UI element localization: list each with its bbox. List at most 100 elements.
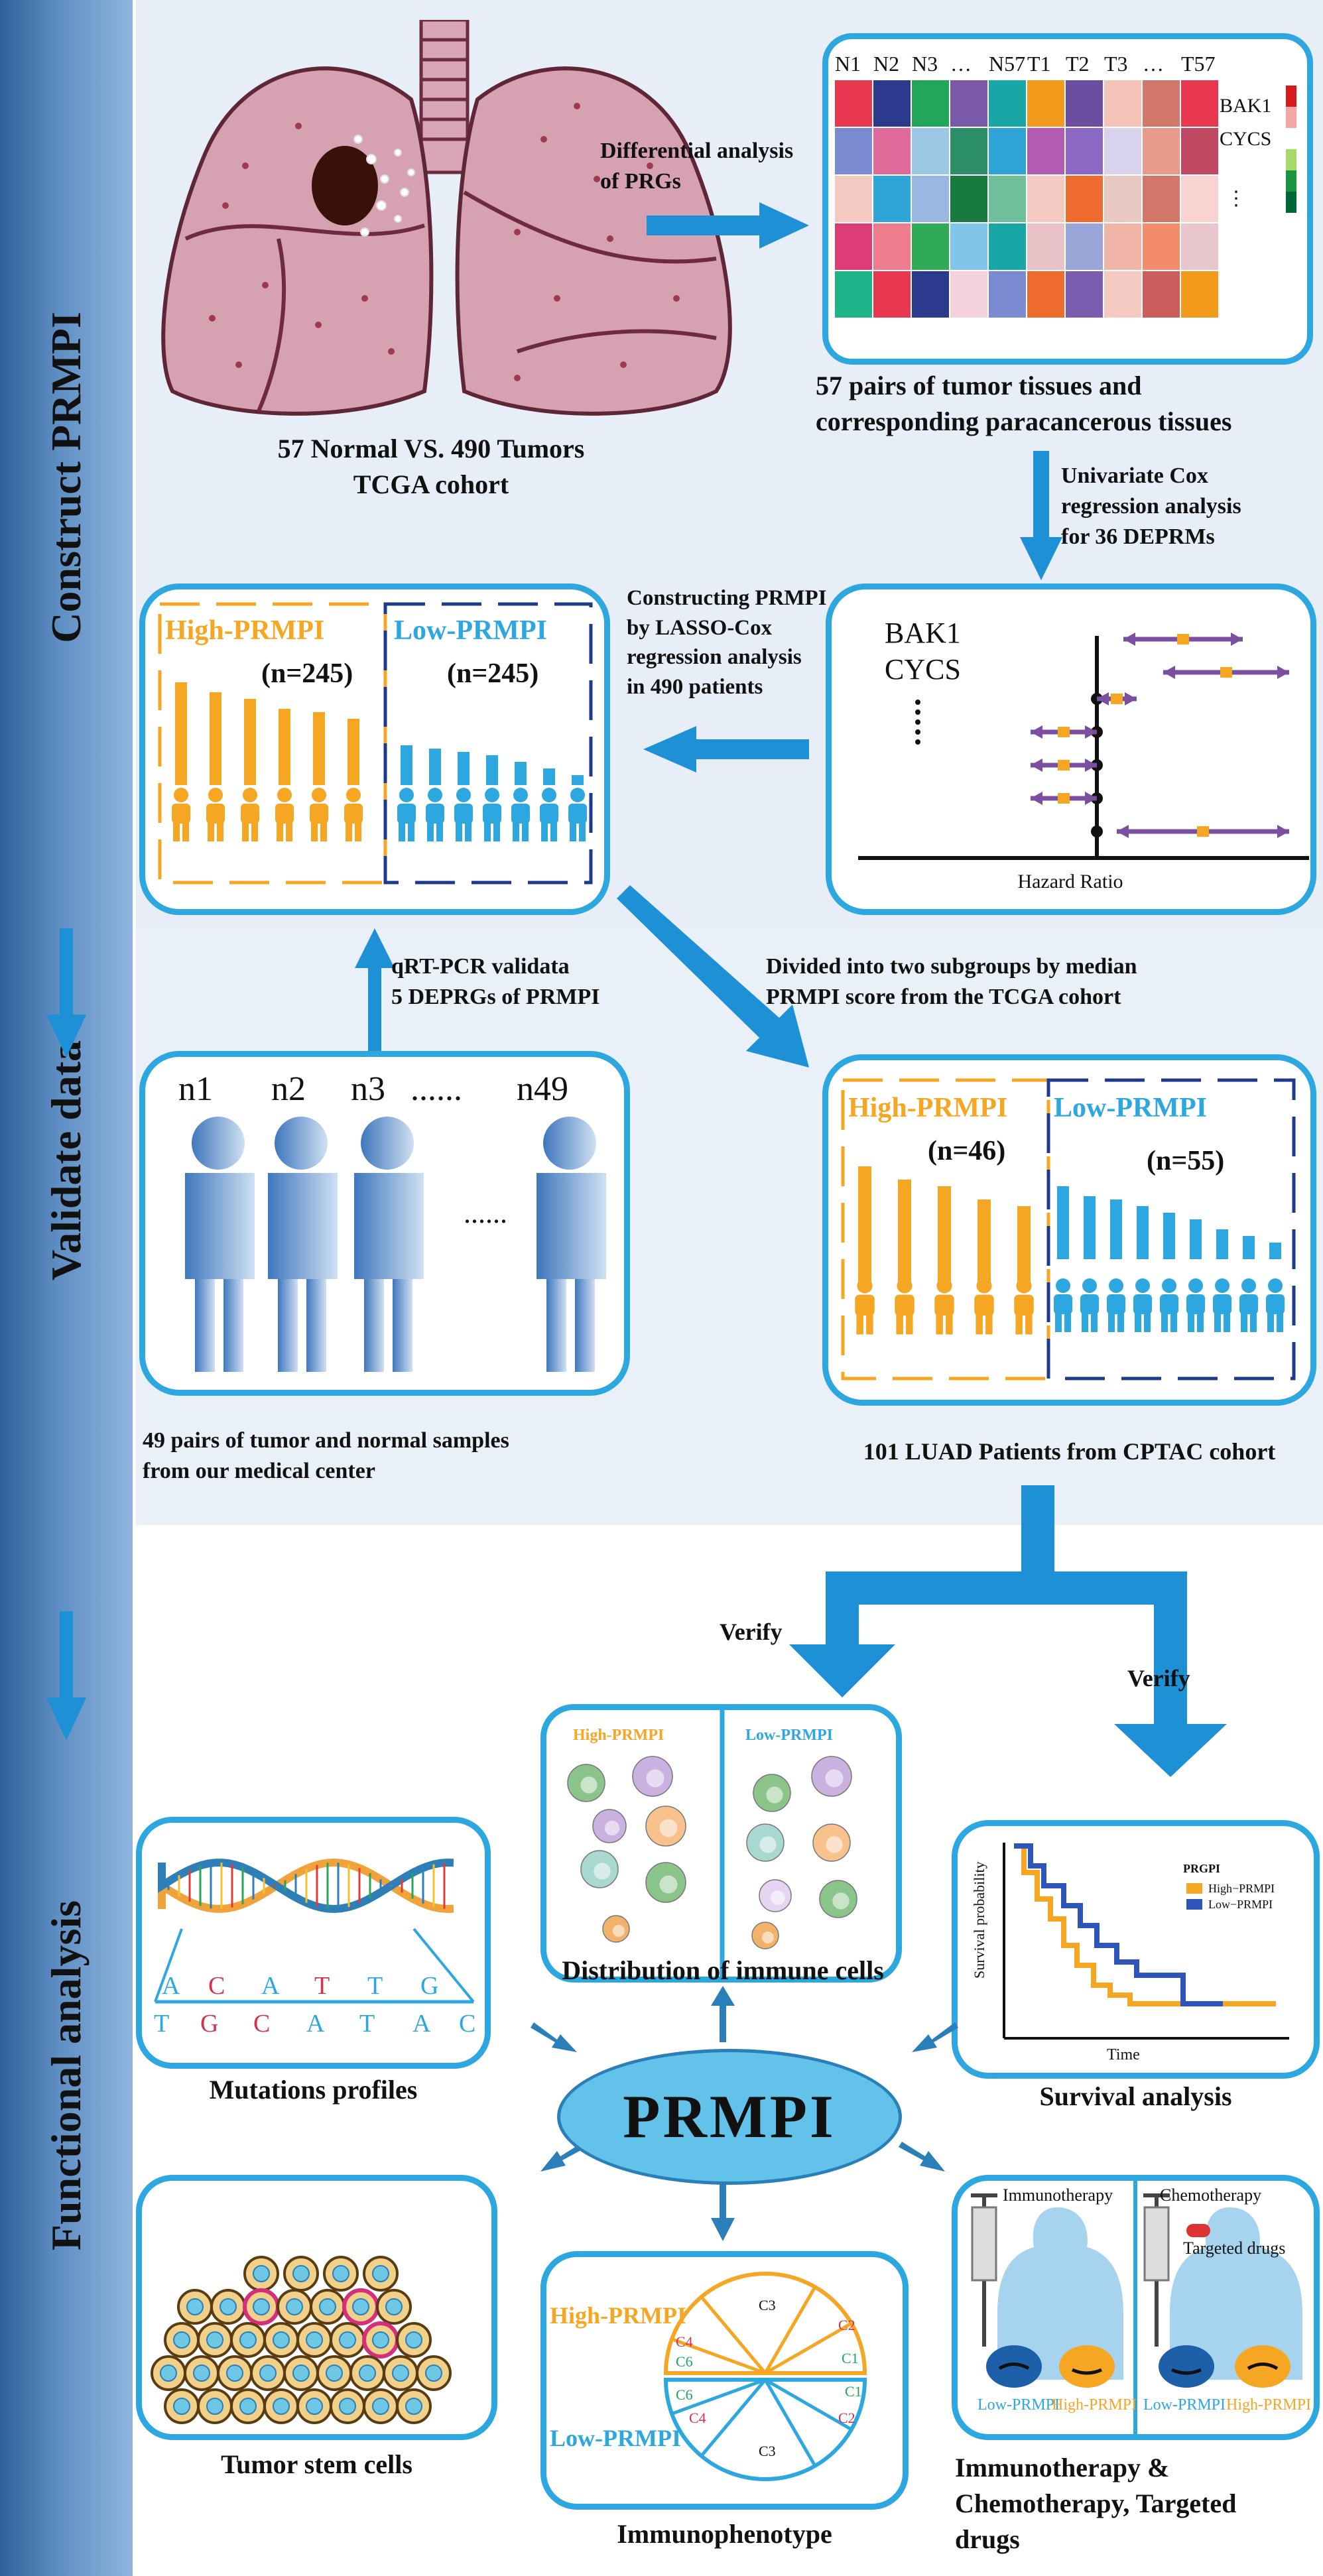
immune-box: High-PRMPI Low-PRMPI: [540, 1704, 902, 1983]
tumor-cell-icon: [283, 2256, 319, 2292]
sidebar-arrow-functional: [46, 1611, 86, 1741]
tumor-cell-icon: [177, 2289, 213, 2325]
lung-caption-line1: 57 Normal VS. 490 Tumors: [277, 434, 585, 463]
cptac-bar-low: [1084, 1196, 1096, 1259]
therapy-low-a: Low-PRMPI: [977, 2396, 1060, 2414]
pheno-bottom-sector-label: C3: [759, 2443, 776, 2459]
pheno-top-sector-label: C2: [838, 2317, 855, 2333]
pheno-bottom-sector-label: C4: [689, 2410, 706, 2426]
heatmap-col-label: T57: [1181, 52, 1216, 76]
heatmap-col-label: T2: [1066, 52, 1090, 76]
survival-curve-low: [1014, 1843, 1223, 2006]
immune-high-label: High-PRMPI: [573, 1727, 664, 1744]
heatmap-caption-line1: 57 pairs of tumor tissues and: [816, 371, 1142, 400]
lung-illustration: [161, 20, 732, 416]
heatmap-cell: [1027, 223, 1064, 270]
heatmap-cell: [1181, 128, 1218, 174]
pheno-sector-line: [671, 2378, 766, 2416]
heatmap-col-label: N1: [835, 52, 861, 76]
survival-caption: Survival analysis: [1039, 2081, 1232, 2111]
mutation-top-base: A: [261, 1972, 280, 2000]
step-diff-line2: of PRGs: [600, 168, 681, 194]
tumor-cell-icon: [363, 2256, 399, 2292]
step-cox-line2: regression analysis: [1061, 493, 1241, 519]
tumor-cell-icon: [230, 2322, 266, 2358]
pheno-sector-line: [700, 2296, 767, 2374]
pheno-bottom-sector-label: C1: [845, 2383, 862, 2400]
tumor-cell-icon: [396, 2388, 432, 2424]
heatmap-cell: [1027, 271, 1064, 318]
cptac-bar-low: [1243, 1236, 1255, 1259]
arrow-to-tcga-groups: [643, 726, 809, 772]
person-icon-low: [1054, 1278, 1072, 1332]
pill-icon: [1186, 2224, 1210, 2237]
cptac-groups-svg: High-PRMPI Low-PRMPI (n=46) (n=55): [841, 1078, 1296, 1380]
cptac-bar-low: [1057, 1186, 1069, 1259]
sample-label: ......: [410, 1070, 462, 1108]
tcga-bar-high: [279, 709, 290, 785]
lung-caption-line2: TCGA cohort: [353, 469, 509, 499]
forest-box: BAK1 CYCS Hazard Ratio: [826, 583, 1316, 915]
person-icon-low: [568, 788, 587, 841]
therapy-immuno-label: Immunotherapy: [1003, 2185, 1113, 2205]
step-lasso-line4: in 490 patients: [627, 674, 763, 699]
pheno-top-sector-label: C3: [759, 2297, 776, 2313]
sample-label: n3: [351, 1070, 385, 1108]
cptac-bar-high: [898, 1180, 911, 1286]
therapy-svg: Immunotherapy Chemotherapy Targeted drug…: [971, 2181, 1311, 2434]
tcga-bar-low: [429, 749, 441, 785]
step-cox-label: Univariate Cox regression analysis for 3…: [1061, 461, 1241, 552]
stem-cell-icon: [243, 2288, 280, 2325]
cptac-bar-high: [1017, 1206, 1031, 1286]
pheno-sector-line: [700, 2378, 767, 2457]
mutation-bottom-base: G: [200, 2010, 218, 2038]
tumor-cell-icon: [243, 2256, 279, 2292]
heatmap-cell: [1143, 223, 1180, 270]
heatmap-cell: [873, 271, 911, 318]
cptac-bar-low: [1269, 1243, 1281, 1259]
mutation-top-base: A: [162, 1972, 180, 2000]
heatmap-cell: [950, 80, 987, 127]
verify-arrows: [789, 1485, 1227, 1777]
forest-svg: BAK1 CYCS Hazard Ratio: [858, 617, 1309, 892]
cptac-groups-box: High-PRMPI Low-PRMPI (n=46) (n=55): [822, 1054, 1316, 1406]
face-icon-low-b: [1159, 2345, 1214, 2388]
forest-arrowhead: [1125, 692, 1137, 705]
heatmap-cell: [873, 176, 911, 222]
center-spokes: [531, 1986, 958, 2241]
survival-legend-title: PRGPI: [1183, 1862, 1220, 1875]
immune-cell-icon: [812, 1823, 851, 1862]
mutation-top-base: T: [314, 1972, 330, 2000]
heatmap-col-label: N3: [912, 52, 938, 76]
heatmap-caption-line2: corresponding paracancerous tissues: [816, 406, 1232, 436]
tumor-cell-icon: [330, 2322, 365, 2358]
heatmap-cell: [1181, 271, 1218, 318]
heatmap-cell: [1181, 176, 1218, 222]
forest-arrowhead: [1163, 666, 1175, 679]
person-icon-high: [275, 788, 294, 841]
heatmap-cell: [1066, 128, 1103, 174]
person-icon-high: [206, 788, 225, 841]
heatmap-cell: [1143, 80, 1180, 127]
immune-caption: Distribution of immune cells: [562, 1955, 884, 1985]
mutation-top-base: C: [208, 1972, 225, 2000]
tcga-high-n: (n=245): [261, 658, 353, 689]
cptac-bar-high: [938, 1186, 951, 1286]
person-icon-low: [397, 788, 416, 841]
tumor-cell-icon: [151, 2355, 186, 2391]
forest-xlabel: Hazard Ratio: [1017, 871, 1123, 892]
step-diff-line1: Differential analysis: [600, 139, 794, 163]
person-icon-low: [1213, 1278, 1231, 1332]
heatmap-cell: [1066, 80, 1103, 127]
heatmap-cell: [1104, 80, 1141, 127]
cptac-bar-low: [1163, 1213, 1175, 1259]
tcga-bar-high: [175, 682, 187, 785]
arrow-qrt-up: [355, 928, 395, 1054]
dna-strand: [158, 1859, 454, 1914]
heatmap-cell: [950, 223, 987, 270]
immune-cell-icon: [592, 1809, 627, 1843]
heatmap-cell: [873, 223, 911, 270]
heatmap-row-label: CYCS: [1220, 128, 1271, 150]
